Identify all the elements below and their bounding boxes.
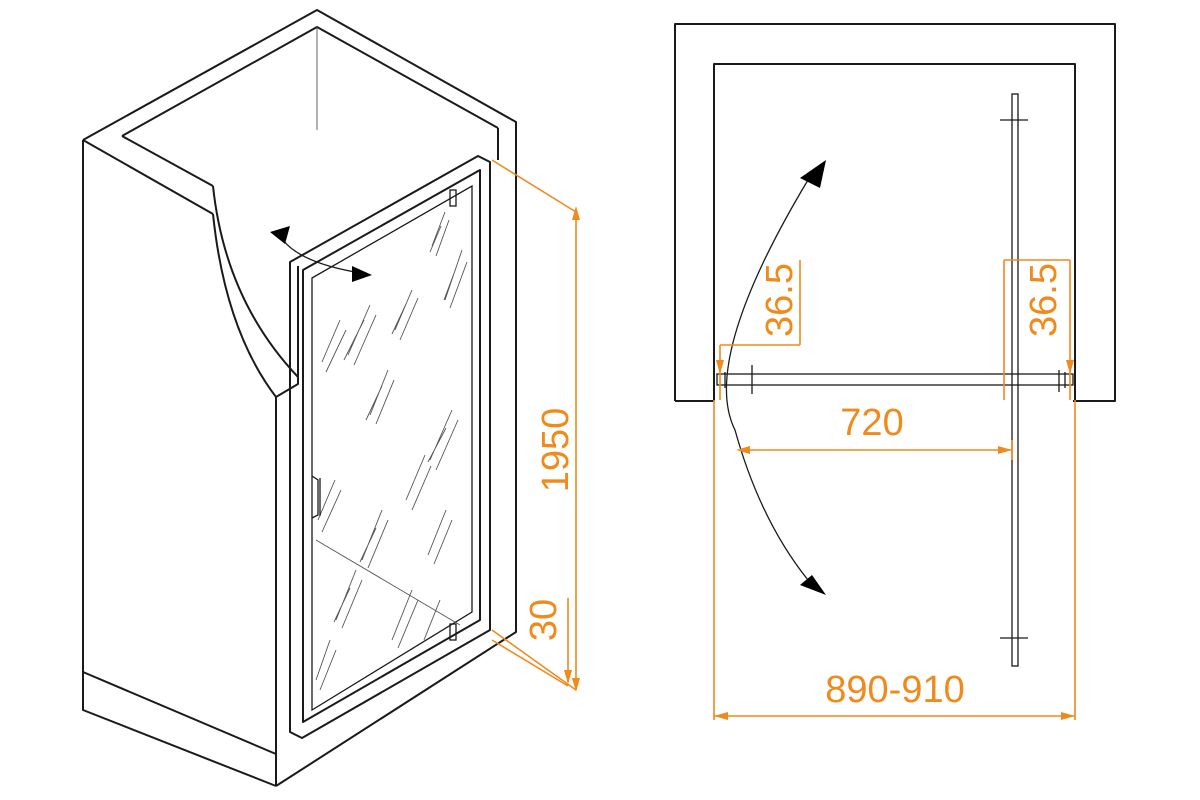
- open-door-handles: [1000, 119, 1028, 639]
- plan-arrow-bottom-icon: [800, 575, 826, 595]
- door-glass-edge: [311, 184, 473, 712]
- right-column: [275, 122, 517, 787]
- dim-arrow-offset-left-icon: [716, 360, 724, 374]
- height-arrow-top-icon: [572, 206, 580, 220]
- plan-swing-arc: [725, 179, 809, 581]
- swing-arc: [282, 239, 356, 273]
- height-dimension-lines: [491, 159, 577, 691]
- dim-arrow-720-right-icon: [998, 446, 1012, 454]
- rail-ends: [724, 365, 1066, 394]
- top-hinge: [449, 189, 457, 207]
- door-width-label: 720: [840, 402, 903, 444]
- plan-arrow-top-icon: [800, 160, 826, 188]
- threshold-label: 30: [523, 599, 565, 641]
- plan-view: 36.5 36.5 720 890-910: [674, 23, 1116, 720]
- dim-arrow-total-right-icon: [1061, 712, 1075, 720]
- left-wall-curve: [212, 185, 299, 786]
- dim-arrow-total-left-icon: [714, 712, 728, 720]
- door-rail: [716, 373, 1074, 386]
- door-frame: [289, 155, 491, 739]
- bottom-hinge: [449, 623, 457, 641]
- plan-wall-outer: [674, 23, 1116, 402]
- threshold-arrow-icon: [564, 670, 572, 684]
- frosted-glass-pattern: [315, 211, 468, 691]
- swing-arrow-right-icon: [352, 266, 372, 282]
- dim-arrow-720-left-icon: [736, 446, 750, 454]
- open-door-leaf: [1011, 93, 1019, 667]
- left-wall-outline: [82, 9, 517, 672]
- base-platform: [82, 671, 277, 787]
- plan-wall-inner: [713, 63, 1076, 401]
- right-offset-label: 36.5: [1023, 263, 1065, 337]
- opening-width-label: 890-910: [825, 669, 964, 711]
- swing-arrow-left-icon: [270, 226, 290, 244]
- height-arrow-bottom-icon: [572, 678, 580, 692]
- height-label: 1950: [535, 408, 577, 493]
- isometric-view: 1950 30: [82, 9, 580, 787]
- dim-arrow-offset-right-icon: [1066, 360, 1074, 374]
- door-handle: [311, 475, 321, 519]
- left-offset-label: 36.5: [759, 263, 801, 337]
